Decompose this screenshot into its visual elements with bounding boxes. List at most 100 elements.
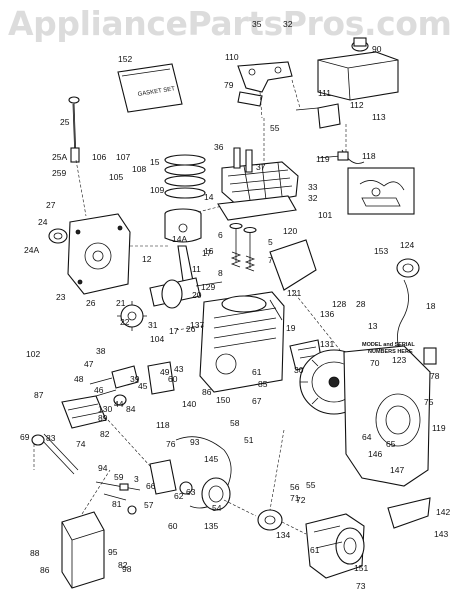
callout-142: 142 (436, 507, 450, 517)
callout-73: 73 (356, 581, 366, 591)
callout-145: 145 (204, 454, 218, 464)
fuel-fitting (317, 149, 365, 164)
upper-bracket (237, 61, 293, 93)
callout-47: 47 (84, 359, 94, 369)
callout-74: 74 (76, 439, 86, 449)
callout-60: 60 (168, 521, 178, 531)
callout-79: 79 (224, 80, 234, 90)
callout-150: 150 (216, 395, 230, 405)
callout-7: 7 (268, 255, 273, 265)
crankshaft (149, 277, 223, 309)
callout-3: 3 (134, 474, 139, 484)
callout-151: 151 (354, 563, 368, 573)
callout-5: 5 (268, 237, 273, 247)
piston (164, 208, 202, 243)
gasket-set-label: GASKET SET (137, 86, 175, 98)
callout-78: 78 (430, 371, 440, 381)
callout-152: 152 (118, 54, 132, 64)
callout-59: 59 (114, 472, 124, 482)
callout-70: 70 (370, 358, 380, 368)
callout-102: 102 (26, 349, 40, 359)
callout-14: 14 (204, 192, 214, 202)
callout-24: 24 (38, 217, 48, 227)
model-note-line1: MODEL and SERIAL (362, 342, 415, 348)
callout-60: 60 (168, 374, 178, 384)
callout-140: 140 (182, 399, 196, 409)
callout-259: 259 (52, 168, 66, 178)
starter-drive (201, 477, 231, 511)
callout-55: 55 (270, 123, 280, 133)
callout-17: 17 (202, 248, 212, 258)
callout-93: 93 (190, 437, 200, 447)
starter-cup (396, 258, 420, 278)
callout-22: 22 (120, 317, 130, 327)
watermark-text: AppliancePartsPros.com (8, 4, 452, 43)
spark-plug (233, 147, 253, 173)
callout-146: 146 (368, 449, 382, 459)
callout-87: 87 (34, 390, 44, 400)
callout-118: 118 (362, 151, 376, 161)
governor-linkage (89, 361, 175, 406)
callout-66: 66 (146, 481, 156, 491)
crankcase-cover (67, 213, 131, 295)
callout-15: 15 (150, 157, 160, 167)
callout-82: 82 (100, 429, 110, 439)
callout-26: 26 (186, 324, 196, 334)
starter-cover (387, 497, 431, 529)
callout-119: 119 (316, 154, 330, 164)
callout-32: 32 (308, 193, 318, 203)
callout-55: 55 (306, 480, 316, 490)
callout-16: 16 (204, 246, 214, 256)
callout-14A: 14A (172, 234, 187, 244)
base-box (61, 511, 105, 589)
callout-75: 75 (424, 397, 434, 407)
callout-18: 18 (426, 301, 436, 311)
bracket-79 (237, 91, 263, 107)
callout-21: 21 (116, 298, 126, 308)
callout-51: 51 (244, 435, 254, 445)
callout-19: 19 (286, 323, 296, 333)
callout-110: 110 (225, 52, 239, 62)
callout-36: 36 (214, 142, 224, 152)
callout-86: 86 (40, 565, 50, 575)
carburetor-kit (347, 167, 415, 215)
callout-136: 136 (320, 309, 334, 319)
callout-104: 104 (150, 334, 164, 344)
tank-bracket (295, 103, 341, 129)
electric-starter (305, 513, 365, 579)
engine-block (199, 291, 285, 393)
callout-98: 98 (122, 564, 132, 574)
dipstick-tube (68, 96, 80, 163)
callout-26: 26 (86, 298, 96, 308)
callout-143: 143 (434, 529, 448, 539)
callout-64: 64 (362, 432, 372, 442)
callout-63: 63 (186, 487, 196, 497)
callout-108: 108 (132, 164, 146, 174)
callout-57: 57 (144, 500, 154, 510)
callout-38: 38 (96, 346, 106, 356)
callout-43: 43 (174, 364, 184, 374)
callout-113: 113 (372, 112, 386, 122)
callout-130: 130 (98, 404, 112, 414)
callout-82: 82 (118, 560, 128, 570)
callout-101: 101 (318, 210, 332, 220)
callout-89: 89 (98, 413, 108, 423)
callout-56: 56 (290, 482, 300, 492)
callout-71: 71 (290, 493, 300, 503)
callout-13: 13 (368, 321, 378, 331)
callout-27: 27 (46, 200, 56, 210)
callout-137: 137 (190, 320, 204, 330)
callout-119: 119 (432, 423, 446, 433)
callout-94: 94 (98, 463, 108, 473)
callout-131: 131 (320, 339, 334, 349)
baffle-plate (269, 239, 317, 291)
callout-28: 28 (356, 299, 366, 309)
callout-32: 32 (283, 19, 293, 29)
callout-105: 105 (109, 172, 123, 182)
callout-88: 88 (30, 548, 40, 558)
callout-25A: 25A (52, 152, 67, 162)
muffler (31, 433, 79, 475)
